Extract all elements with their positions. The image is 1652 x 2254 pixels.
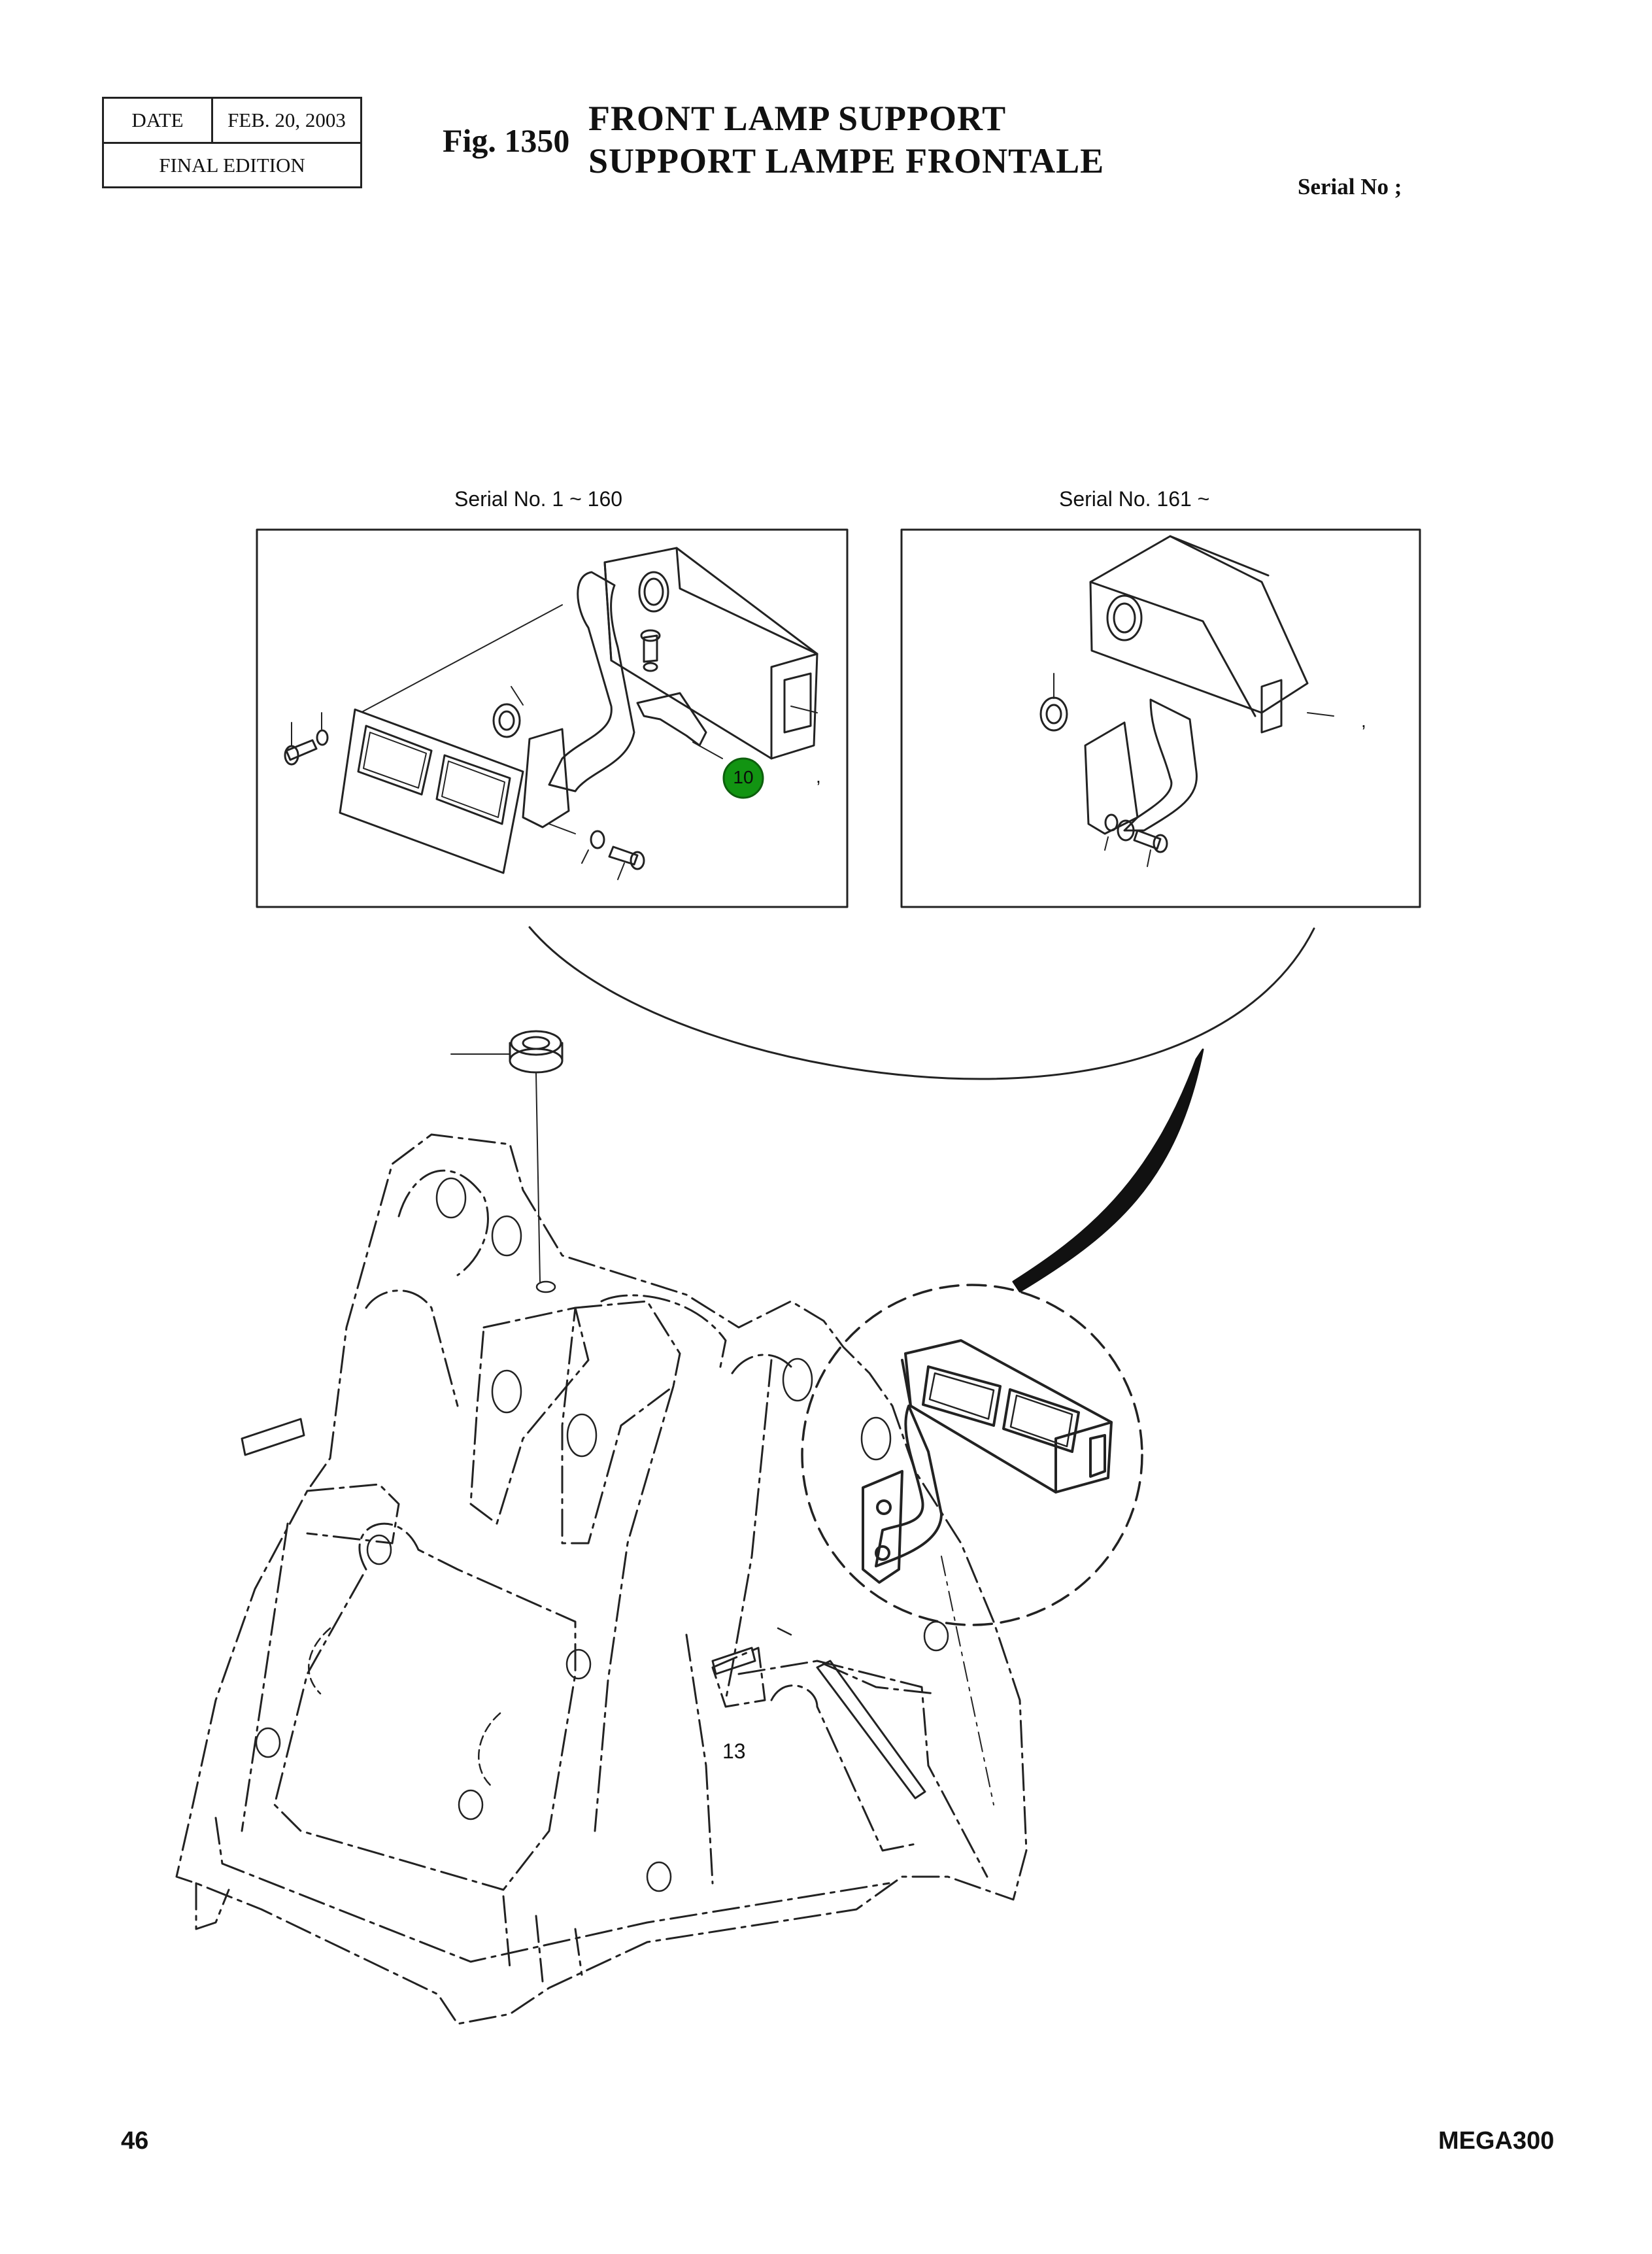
- date-value: FEB. 20, 2003: [228, 109, 346, 131]
- detail-circle: [801, 1284, 1143, 1626]
- connector-arc: [528, 926, 1315, 1080]
- right-detail-panel: [900, 528, 1421, 908]
- main-frame: [175, 1133, 1028, 2025]
- edition-label: FINAL EDITION: [159, 153, 305, 177]
- date-row: DATE FEB. 20, 2003: [104, 99, 360, 144]
- date-edition-box: DATE FEB. 20, 2003 FINAL EDITION: [102, 97, 362, 188]
- lamp-housing: [603, 547, 818, 760]
- lamp-housing-new: [1089, 535, 1334, 734]
- figure-title-english: FRONT LAMP SUPPORT: [588, 99, 1007, 138]
- connector-arrow: [1012, 1048, 1204, 1293]
- grommet: [492, 686, 524, 738]
- comma-left-panel: ,: [816, 766, 821, 787]
- grommet-new: [1039, 673, 1068, 732]
- callout-13-label: 13: [722, 1739, 746, 1763]
- bracket-arm-new: [1084, 698, 1198, 835]
- frame-holes: [255, 1177, 949, 1892]
- serial-number-label: Serial No ;: [1298, 174, 1402, 199]
- bolt-new: [1104, 813, 1168, 867]
- callout-10-label: 10: [733, 767, 754, 787]
- page-number: 46: [121, 2127, 149, 2155]
- bolt-left: [284, 712, 329, 766]
- left-detail-panel: [256, 528, 849, 908]
- gasket-plate: [339, 708, 524, 874]
- bracket-arm: [522, 571, 635, 828]
- comma-right-panel: ,: [1361, 711, 1366, 731]
- date-label: DATE: [104, 99, 213, 142]
- right-panel-caption: Serial No. 161 ~: [1059, 487, 1210, 511]
- model-name: MEGA300: [1438, 2127, 1555, 2155]
- callout-10-badge[interactable]: [722, 757, 764, 799]
- figure-number: Fig. 1350: [443, 122, 570, 159]
- frame-bar: [241, 1418, 926, 1800]
- mounting-bolt: [636, 629, 707, 747]
- figure-title-french: SUPPORT LAMPE FRONTALE: [588, 141, 1105, 180]
- bolt-bottom: [581, 830, 645, 880]
- left-panel-caption: Serial No. 1 ~ 160: [454, 487, 623, 511]
- lamp-assembly-detail: [862, 1339, 1113, 1584]
- frame-grommet: [450, 1030, 564, 1282]
